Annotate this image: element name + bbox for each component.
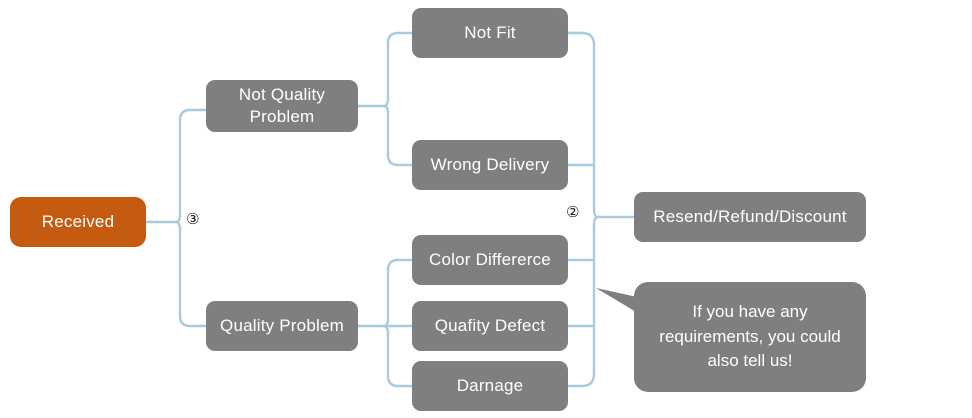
node-not-fit[interactable]: Not Fit <box>412 8 568 58</box>
marker-three: ③ <box>186 212 199 227</box>
node-damage-label: Darnage <box>456 376 524 396</box>
node-quality-defect-label: Quafity Defect <box>434 316 546 336</box>
node-received[interactable]: Received <box>10 197 146 247</box>
node-damage[interactable]: Darnage <box>412 361 568 411</box>
marker-two-label: ② <box>566 203 580 221</box>
node-quality-defect[interactable]: Quafity Defect <box>412 301 568 351</box>
node-not-fit-label: Not Fit <box>464 23 516 43</box>
wire-nqp-spine <box>382 31 414 167</box>
node-received-label: Received <box>41 212 115 232</box>
marker-three-label: ③ <box>186 210 200 228</box>
node-wrong-delivery-label: Wrong Delivery <box>430 155 550 175</box>
wire-qp-spine <box>382 258 414 388</box>
marker-two: ② <box>566 205 579 220</box>
node-quality-problem-label: Quality Problem <box>220 316 344 336</box>
node-resolution-label: Resend/Refund/Discount <box>653 207 847 227</box>
node-not-quality-problem-label: Not Quality Problem <box>238 85 326 126</box>
node-color-difference-label: Color Differerce <box>429 250 551 270</box>
node-color-difference[interactable]: Color Differerce <box>412 235 568 285</box>
node-resolution[interactable]: Resend/Refund/Discount <box>634 192 866 242</box>
node-not-quality-problem[interactable]: Not Quality Problem <box>206 80 358 132</box>
callout-note-label: If you have any requirements, you could … <box>659 302 841 371</box>
node-quality-problem[interactable]: Quality Problem <box>206 301 358 351</box>
node-wrong-delivery[interactable]: Wrong Delivery <box>412 140 568 190</box>
callout-note: If you have any requirements, you could … <box>634 282 866 392</box>
